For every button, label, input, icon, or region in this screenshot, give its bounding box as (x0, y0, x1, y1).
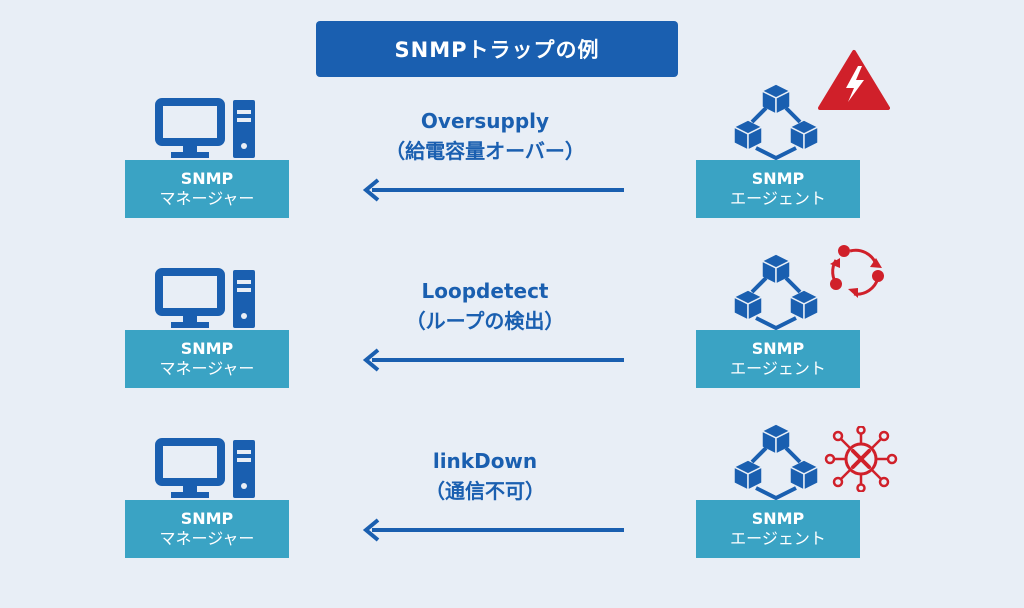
snmp-manager-box: SNMP マネージャー (125, 160, 289, 218)
trap-name: Oversupply (420, 109, 550, 133)
trap-row-oversupply: SNMP マネージャー Oversupply （給電容量オーバー） SNMP エ… (0, 50, 1024, 268)
warning-lightning-icon (818, 50, 890, 110)
trap-description: （給電容量オーバー） (385, 139, 585, 163)
snmp-agent-box: SNMP エージェント (696, 500, 860, 558)
manager-label: SNMP (180, 509, 234, 528)
diagram-title: SNMPトラップの例 (316, 21, 678, 77)
snmp-agent-box: SNMP エージェント (696, 330, 860, 388)
agent-role: エージェント (730, 529, 826, 548)
snmp-manager-box: SNMP マネージャー (125, 330, 289, 388)
trap-description: （ループの検出） (405, 309, 565, 333)
agent-label: SNMP (751, 339, 805, 358)
trap-row-linkdown: SNMP マネージャー linkDown （通信不可） SNMP エージェント (0, 423, 1024, 608)
computer-icon (155, 268, 255, 328)
manager-role: マネージャー (159, 359, 255, 378)
trap-description: （通信不可） (425, 479, 545, 503)
loop-cycle-icon (830, 245, 884, 298)
manager-role: マネージャー (159, 189, 255, 208)
agent-role: エージェント (730, 359, 826, 378)
trap-arrow (362, 178, 624, 202)
agent-label: SNMP (751, 169, 805, 188)
manager-label: SNMP (180, 169, 234, 188)
network-broken-icon (824, 426, 898, 492)
snmp-agent-box: SNMP エージェント (696, 160, 860, 218)
trap-label: linkDown （通信不可） (330, 446, 640, 506)
network-cubes-icon (732, 253, 820, 331)
manager-role: マネージャー (159, 529, 255, 548)
manager-label: SNMP (180, 339, 234, 358)
snmp-manager-box: SNMP マネージャー (125, 500, 289, 558)
computer-icon (155, 438, 255, 498)
agent-label: SNMP (751, 509, 805, 528)
agent-role: エージェント (730, 189, 826, 208)
trap-label: Oversupply （給電容量オーバー） (330, 106, 640, 166)
trap-row-loopdetect: SNMP マネージャー Loopdetect （ループの検出） SNMP エージ… (0, 245, 1024, 438)
trap-name: Loopdetect (421, 279, 549, 303)
trap-name: linkDown (432, 449, 538, 473)
trap-arrow (362, 518, 624, 542)
computer-icon (155, 98, 255, 158)
network-cubes-icon (732, 83, 820, 161)
network-cubes-icon (732, 423, 820, 501)
trap-arrow (362, 348, 624, 372)
trap-label: Loopdetect （ループの検出） (330, 276, 640, 336)
